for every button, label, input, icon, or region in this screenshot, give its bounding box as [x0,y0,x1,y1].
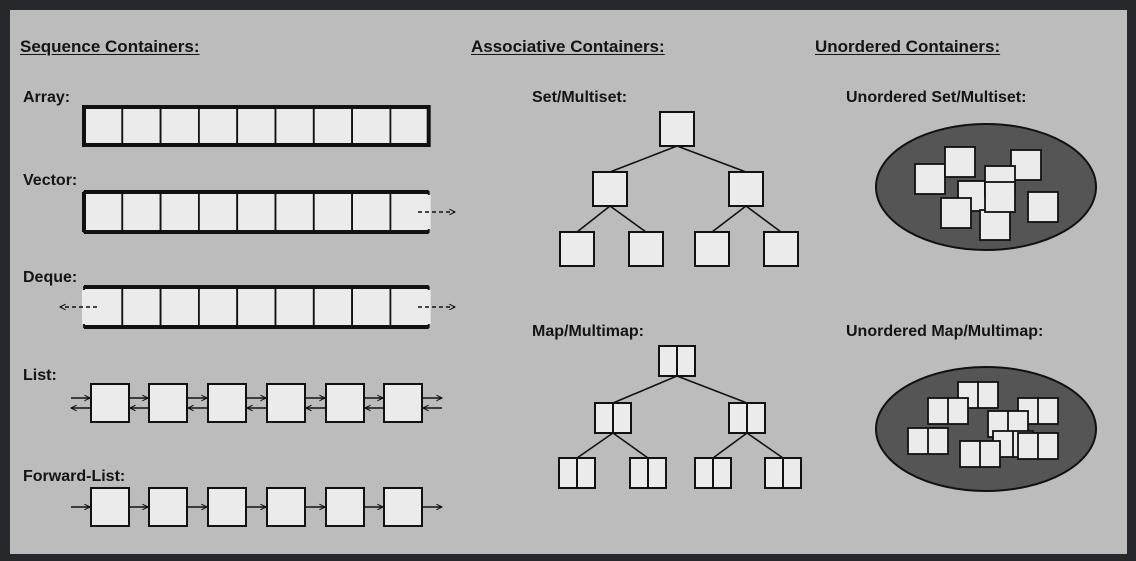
unordered-set-element [984,181,1016,213]
tree-edge [612,432,649,459]
label-unordered-map-multimap: Unordered Map/Multimap: [846,323,1044,340]
forward-list-node [148,487,188,527]
array-cell [274,106,315,146]
tree-edge [609,145,678,173]
set-node [592,171,628,207]
array-diagram [82,105,431,147]
vector-cell [83,191,124,233]
tree-edge [711,205,747,233]
label-forward-list: Forward-List: [23,468,126,485]
vector-cell [351,191,392,233]
containers-diagram [10,105,1097,527]
heading-associative-containers: Associative Containers: [471,37,665,56]
tree-edge [745,205,782,233]
tree-edge [676,375,748,404]
unordered-set-element [1010,149,1042,181]
vector-cell [389,191,430,233]
vector-cell [159,191,200,233]
vector-cell [312,191,353,233]
deque-diagram [60,285,455,329]
unordered-set-element [914,163,946,195]
forward-list-diagram [71,487,442,527]
forward-list-node [266,487,306,527]
tree-edge [612,375,678,404]
unordered-set-element [944,146,976,178]
deque-cell [351,286,392,328]
tree-edge [609,205,647,233]
set-node [694,231,730,267]
set-tree [559,111,799,267]
list-node [90,383,130,423]
unordered-set-element [1027,191,1059,223]
list-node [383,383,423,423]
array-cell [197,106,239,146]
unordered-map-diagram [875,366,1097,492]
vector-cell [197,191,239,233]
label-deque: Deque: [23,269,78,286]
unordered-set-element [979,209,1011,241]
array-cell [159,106,200,146]
label-unordered-set-multiset: Unordered Set/Multiset: [846,89,1027,106]
vector-cell [121,191,162,233]
list-node [207,383,247,423]
tree-edge [676,145,747,173]
forward-list-node [90,487,130,527]
list-node [148,383,188,423]
list-node [266,383,306,423]
deque-cell [389,286,430,328]
label-list: List: [23,367,57,384]
label-vector: Vector: [23,172,78,189]
array-cell [236,106,277,146]
deque-cell [121,286,162,328]
tree-edge [576,205,611,233]
deque-cell [159,286,200,328]
array-cell [83,106,124,146]
set-node [628,231,664,267]
set-node [728,171,764,207]
diagram-panel: Sequence Containers: Associative Contain… [10,10,1127,554]
forward-list-node [383,487,423,527]
unordered-set-element [940,197,972,229]
array-outline [82,105,431,147]
map-tree [558,345,802,489]
array-cell [121,106,162,146]
unordered-set-diagram [875,123,1097,251]
deque-cell [274,286,315,328]
list-diagram [71,383,442,423]
vector-cell [236,191,277,233]
set-node [659,111,695,147]
label-array: Array: [23,89,71,106]
array-cell [312,106,353,146]
forward-list-node [325,487,365,527]
heading-unordered-containers: Unordered Containers: [815,37,1001,56]
deque-cell [236,286,277,328]
deque-cell [197,286,239,328]
tree-edge [712,432,748,459]
tree-edge [746,432,784,459]
set-node [559,231,595,267]
label-set-multiset: Set/Multiset: [532,89,628,106]
label-map-multimap: Map/Multimap: [532,323,644,340]
vector-diagram [82,190,455,234]
set-node [763,231,799,267]
forward-list-node [207,487,247,527]
array-cell [389,106,430,146]
list-node [325,383,365,423]
array-cell [351,106,392,146]
vector-cell [274,191,315,233]
heading-sequence-containers: Sequence Containers: [20,37,200,56]
deque-cell [312,286,353,328]
tree-edge [576,432,614,459]
